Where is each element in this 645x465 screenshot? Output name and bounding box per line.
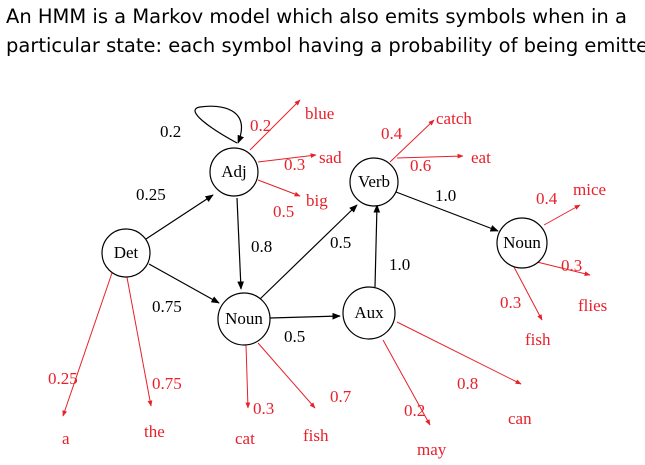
emit-word-fish-mid: fish bbox=[303, 426, 329, 445]
state-noun-mid-label: Noun bbox=[225, 309, 263, 328]
emit-prob-verb-eat: 0.6 bbox=[410, 156, 431, 175]
emit-edge-adj-sad bbox=[257, 153, 317, 163]
emit-word-eat: eat bbox=[471, 148, 491, 167]
emit-word-may: may bbox=[417, 440, 447, 459]
emit-word-can: can bbox=[508, 409, 532, 428]
emit-edge-adj-blue bbox=[249, 99, 301, 151]
edge-adj-adj bbox=[194, 105, 244, 144]
prob-noun-verb: 0.5 bbox=[330, 233, 351, 252]
emit-edge-aux-may bbox=[382, 339, 431, 426]
emit-word-catch: catch bbox=[436, 109, 472, 128]
emit-edge-aux-can bbox=[396, 321, 522, 385]
prob-adj-noun: 0.8 bbox=[251, 237, 272, 256]
emit-prob-noun-right-flies: 0.3 bbox=[561, 256, 582, 275]
emit-word-flies: flies bbox=[578, 296, 607, 315]
prob-det-noun: 0.75 bbox=[152, 297, 182, 316]
emit-edge-noun-mid-fish bbox=[257, 342, 316, 409]
intro-line-1: An HMM is a Markov model which also emit… bbox=[6, 5, 627, 28]
emit-prob-adj-blue: 0.2 bbox=[250, 116, 271, 135]
emit-edge-noun-right-fish bbox=[513, 266, 543, 321]
state-adj: Adj bbox=[209, 147, 259, 197]
emit-word-fish-right: fish bbox=[525, 330, 551, 349]
emit-word-sad: sad bbox=[319, 148, 342, 167]
emit-word-a: a bbox=[62, 429, 70, 448]
emit-word-big: big bbox=[306, 191, 328, 210]
state-noun-right: Noun bbox=[496, 217, 548, 269]
state-det-label: Det bbox=[114, 243, 139, 262]
edge-aux-verb bbox=[373, 204, 381, 288]
state-noun-mid: Noun bbox=[217, 292, 271, 346]
emit-word-mice: mice bbox=[573, 180, 606, 199]
prob-noun-aux: 0.5 bbox=[284, 327, 305, 346]
state-verb: Verb bbox=[349, 157, 399, 207]
edge-det-noun bbox=[148, 263, 220, 304]
emit-prob-aux-can: 0.8 bbox=[457, 374, 478, 393]
prob-aux-verb: 1.0 bbox=[389, 255, 410, 274]
emit-prob-aux-may: 0.2 bbox=[404, 401, 425, 420]
emit-word-blue: blue bbox=[305, 104, 334, 123]
emit-edge-det-a bbox=[62, 269, 114, 417]
emit-edge-verb-eat bbox=[396, 153, 464, 159]
emit-prob-verb-catch: 0.4 bbox=[381, 124, 403, 143]
emit-edge-det-the bbox=[125, 271, 153, 407]
intro-text: An HMM is a Markov model which also emit… bbox=[6, 2, 645, 60]
intro-line-2: particular state: each symbol having a p… bbox=[6, 34, 645, 57]
emit-edge-adj-big bbox=[257, 179, 301, 197]
emit-edge-verb-catch bbox=[389, 119, 435, 163]
emit-prob-det-the: 0.75 bbox=[152, 374, 182, 393]
emit-prob-noun-right-mice: 0.4 bbox=[536, 189, 558, 208]
emit-prob-adj-big: 0.5 bbox=[273, 202, 294, 221]
prob-adj-adj: 0.2 bbox=[160, 122, 181, 141]
edge-noun-verb bbox=[259, 204, 358, 300]
emit-prob-det-a: 0.25 bbox=[48, 369, 78, 388]
emit-word-the: the bbox=[144, 422, 165, 441]
edge-noun-aux bbox=[269, 312, 341, 320]
prob-det-adj: 0.25 bbox=[136, 185, 166, 204]
edge-adj-noun bbox=[236, 197, 245, 290]
emit-prob-adj-sad: 0.3 bbox=[284, 155, 305, 174]
state-det: Det bbox=[101, 228, 151, 278]
edge-verb-noun bbox=[395, 191, 499, 232]
state-aux-label: Aux bbox=[354, 303, 384, 322]
prob-verb-noun: 1.0 bbox=[435, 186, 456, 205]
state-noun-right-label: Noun bbox=[503, 233, 541, 252]
emit-prob-noun-mid-fish: 0.7 bbox=[330, 387, 352, 406]
state-adj-label: Adj bbox=[221, 162, 247, 181]
emit-edge-noun-right-flies bbox=[536, 261, 591, 277]
emit-word-cat: cat bbox=[235, 429, 255, 448]
emit-edge-noun-mid-cat bbox=[245, 344, 251, 409]
emit-prob-noun-mid-cat: 0.3 bbox=[253, 399, 274, 418]
emit-prob-noun-right-fish: 0.3 bbox=[500, 293, 521, 312]
state-verb-label: Verb bbox=[358, 172, 390, 191]
emit-edge-noun-right-mice bbox=[543, 204, 581, 226]
edge-det-adj bbox=[145, 194, 214, 240]
state-aux: Aux bbox=[342, 286, 396, 340]
